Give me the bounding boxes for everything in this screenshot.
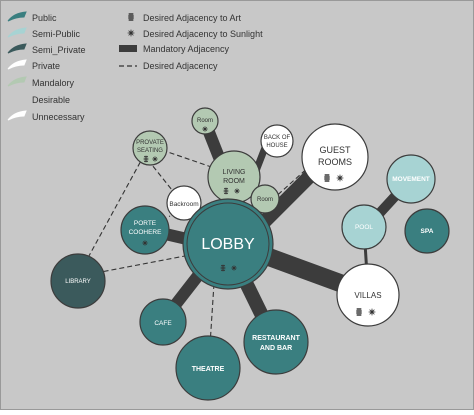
node-guest-rooms: GUEST ROOMS bbox=[301, 123, 369, 191]
node-circle-inner bbox=[186, 202, 270, 286]
node-label: POOL bbox=[355, 224, 373, 231]
node-label: Room bbox=[257, 197, 273, 203]
brush-stroke-icon bbox=[7, 43, 27, 54]
node-circle bbox=[191, 107, 219, 135]
node-circle bbox=[50, 253, 106, 309]
node-label: PORTE bbox=[134, 220, 157, 227]
node-pool: POOL bbox=[341, 204, 387, 250]
legend-item-unnecessary: Unnecessary bbox=[7, 110, 85, 122]
node-library: LIBRARY bbox=[50, 253, 106, 309]
node-circle bbox=[250, 184, 280, 214]
node-back-of-house: BACK OF HOUSE bbox=[260, 124, 294, 158]
node-label: MOVEMENT bbox=[392, 176, 430, 183]
node-cafe: CAFE bbox=[139, 298, 187, 346]
node-porte-coohere: PORTE COOHERE bbox=[120, 205, 170, 255]
legend-symbol-desired: Desired Adjacency bbox=[119, 61, 218, 71]
legend-symbol-art: Desired Adjacency to Art bbox=[127, 12, 242, 23]
legend-symbol-label: Desired Adjacency to Sunlight bbox=[143, 29, 263, 39]
sun-icon bbox=[141, 239, 149, 247]
legend-item-desirable: Desirable bbox=[32, 95, 70, 105]
legend-label: Desirable bbox=[32, 95, 70, 105]
sun-icon bbox=[233, 187, 241, 195]
legend-item-private: Private bbox=[7, 59, 60, 71]
legend-label: Semi_Private bbox=[32, 45, 86, 55]
legend-item-mandalory: Mandalory bbox=[7, 76, 75, 88]
node-circle bbox=[132, 130, 168, 166]
node-restaurant: RESTAURANT AND BAR bbox=[243, 309, 309, 375]
legend-symbol-label: Desired Adjacency to Art bbox=[143, 13, 242, 23]
legend-item-semi-public: Semi-Public bbox=[7, 27, 81, 39]
node-label: LIVING bbox=[223, 169, 246, 176]
node-label: COOHERE bbox=[129, 229, 163, 236]
node-label: AND BAR bbox=[260, 345, 292, 352]
brush-stroke-icon bbox=[7, 27, 27, 38]
legend-label: Semi-Public bbox=[32, 29, 81, 39]
sun-icon bbox=[201, 125, 209, 133]
node-circle bbox=[301, 123, 369, 191]
node-label: LOBBY bbox=[201, 236, 255, 253]
node-theatre: THEATRE bbox=[175, 335, 241, 401]
node-label: LIBRARY bbox=[65, 279, 91, 285]
legend-item-semi-private: Semi_Private bbox=[7, 43, 86, 55]
node-circle-outer bbox=[182, 198, 274, 290]
node-label: GUEST bbox=[319, 145, 351, 155]
node-label: Backroom bbox=[169, 201, 198, 208]
node-circle bbox=[166, 185, 202, 221]
node-circle bbox=[386, 154, 436, 204]
art-icon bbox=[127, 12, 135, 22]
sun-icon bbox=[336, 174, 344, 182]
legend-label: Mandalory bbox=[32, 78, 75, 88]
node-spa: SPA bbox=[404, 208, 450, 254]
sun-icon bbox=[368, 308, 376, 316]
node-label: RESTAURANT bbox=[252, 335, 300, 342]
node-circle bbox=[243, 309, 309, 375]
sun-icon bbox=[127, 29, 135, 37]
brush-stroke-icon bbox=[7, 11, 27, 22]
node-label: ROOM bbox=[223, 178, 245, 185]
node-label: SEATING bbox=[137, 148, 163, 154]
node-circle bbox=[175, 335, 241, 401]
node-backroom: Backroom bbox=[166, 185, 202, 221]
node-circle bbox=[404, 208, 450, 254]
legend-symbol-sun: Desired Adjacency to Sunlight bbox=[127, 29, 263, 39]
node-circle bbox=[120, 205, 170, 255]
legend-item-public: Public bbox=[7, 11, 57, 23]
legend-symbol-label: Mandatory Adjacency bbox=[143, 44, 230, 54]
node-room-small: Room bbox=[250, 184, 280, 214]
node-villas: VILLAS bbox=[336, 263, 400, 327]
node-circle bbox=[139, 298, 187, 346]
node-label: Room bbox=[197, 118, 213, 124]
brush-stroke-icon bbox=[7, 76, 27, 87]
node-circle bbox=[341, 204, 387, 250]
node-label: SPA bbox=[421, 228, 434, 235]
sun-icon bbox=[151, 155, 159, 163]
node-label: HOUSE bbox=[266, 143, 287, 149]
legend-label: Unnecessary bbox=[32, 112, 85, 122]
node-circle bbox=[260, 124, 294, 158]
node-circle bbox=[336, 263, 400, 327]
node-label: VILLAS bbox=[354, 291, 381, 300]
brush-stroke-icon bbox=[7, 59, 27, 70]
node-label: CAFE bbox=[154, 320, 172, 327]
legend-label: Private bbox=[32, 61, 60, 71]
desired-link bbox=[77, 147, 149, 277]
node-label: PROVATE bbox=[136, 140, 164, 146]
legend: Public Semi-Public Semi_Private Private … bbox=[7, 11, 263, 122]
node-private-seating: PROVATE SEATING bbox=[132, 130, 168, 166]
node-label: BACK OF bbox=[264, 135, 291, 141]
sun-icon bbox=[230, 264, 238, 272]
node-room-top: Room bbox=[191, 107, 219, 135]
node-movement: MOVEMENT bbox=[386, 154, 436, 204]
brush-stroke-icon bbox=[7, 110, 27, 121]
legend-symbol-label: Desired Adjacency bbox=[143, 61, 218, 71]
thick-bar-icon bbox=[119, 45, 137, 52]
node-lobby: LOBBY bbox=[182, 198, 274, 290]
node-label: THEATRE bbox=[192, 366, 225, 373]
legend-symbol-mandatory: Mandatory Adjacency bbox=[119, 44, 230, 54]
node-label: ROOMS bbox=[318, 157, 352, 167]
legend-label: Public bbox=[32, 13, 57, 23]
